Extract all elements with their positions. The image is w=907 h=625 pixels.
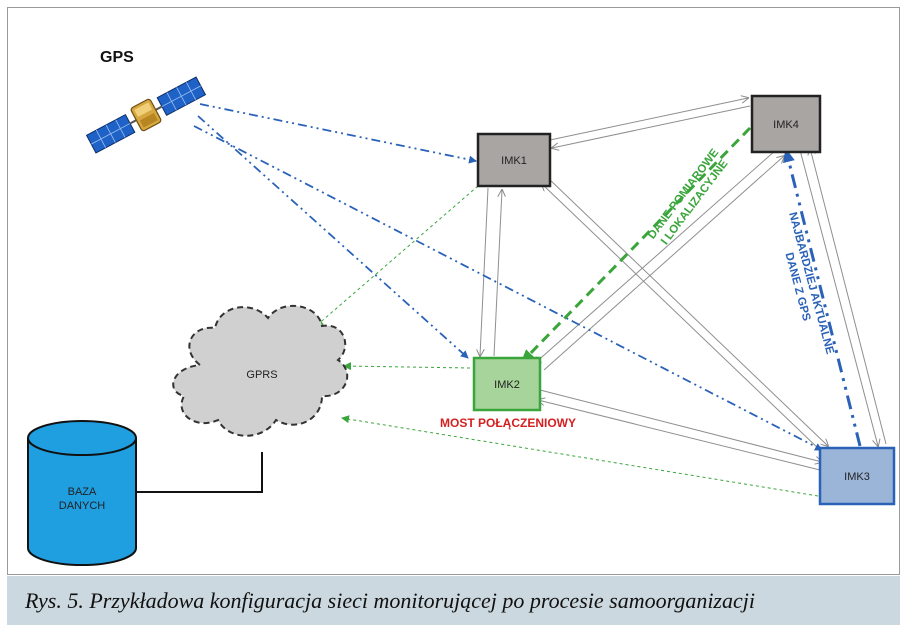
node-imk2: IMK2 [472,356,542,412]
gps-links [193,103,823,451]
node-imk1: IMK1 [476,132,552,188]
figure-caption: Rys. 5. Przykładowa konfiguracja sieci m… [25,588,755,613]
measurement-data-link [520,126,752,364]
database: BAZA DANYCH [27,420,137,566]
imk3-label: IMK3 [844,471,870,483]
gprs-cloud: GPRS [172,304,349,437]
gps-label: GPS [100,49,134,66]
peer-links [480,98,887,471]
node-imk4: IMK4 [750,94,822,154]
imk4-label: IMK4 [773,119,799,131]
measurement-annotation: DANE POMIAROWE I LOKALIZACYJNE [646,147,731,248]
db-label-line1: BAZA [68,486,97,498]
gprs-label: GPRS [246,369,277,381]
imk2-label: IMK2 [494,379,520,391]
gps-data-annotation: NAJBARDZIEJ AKTUALNE DANE Z GPS [782,211,835,356]
caption-bar: Rys. 5. Przykładowa konfiguracja sieci m… [7,576,900,625]
bridge-label: MOST POŁĄCZENIOWY [440,416,576,430]
gprs-links [315,185,819,497]
imk1-label: IMK1 [501,155,527,167]
db-label-line2: DANYCH [59,500,106,512]
gps-satellite-icon: GPS [85,49,207,154]
gps-data-link [783,148,862,447]
db-connection [134,452,263,493]
node-imk3: IMK3 [818,446,896,506]
